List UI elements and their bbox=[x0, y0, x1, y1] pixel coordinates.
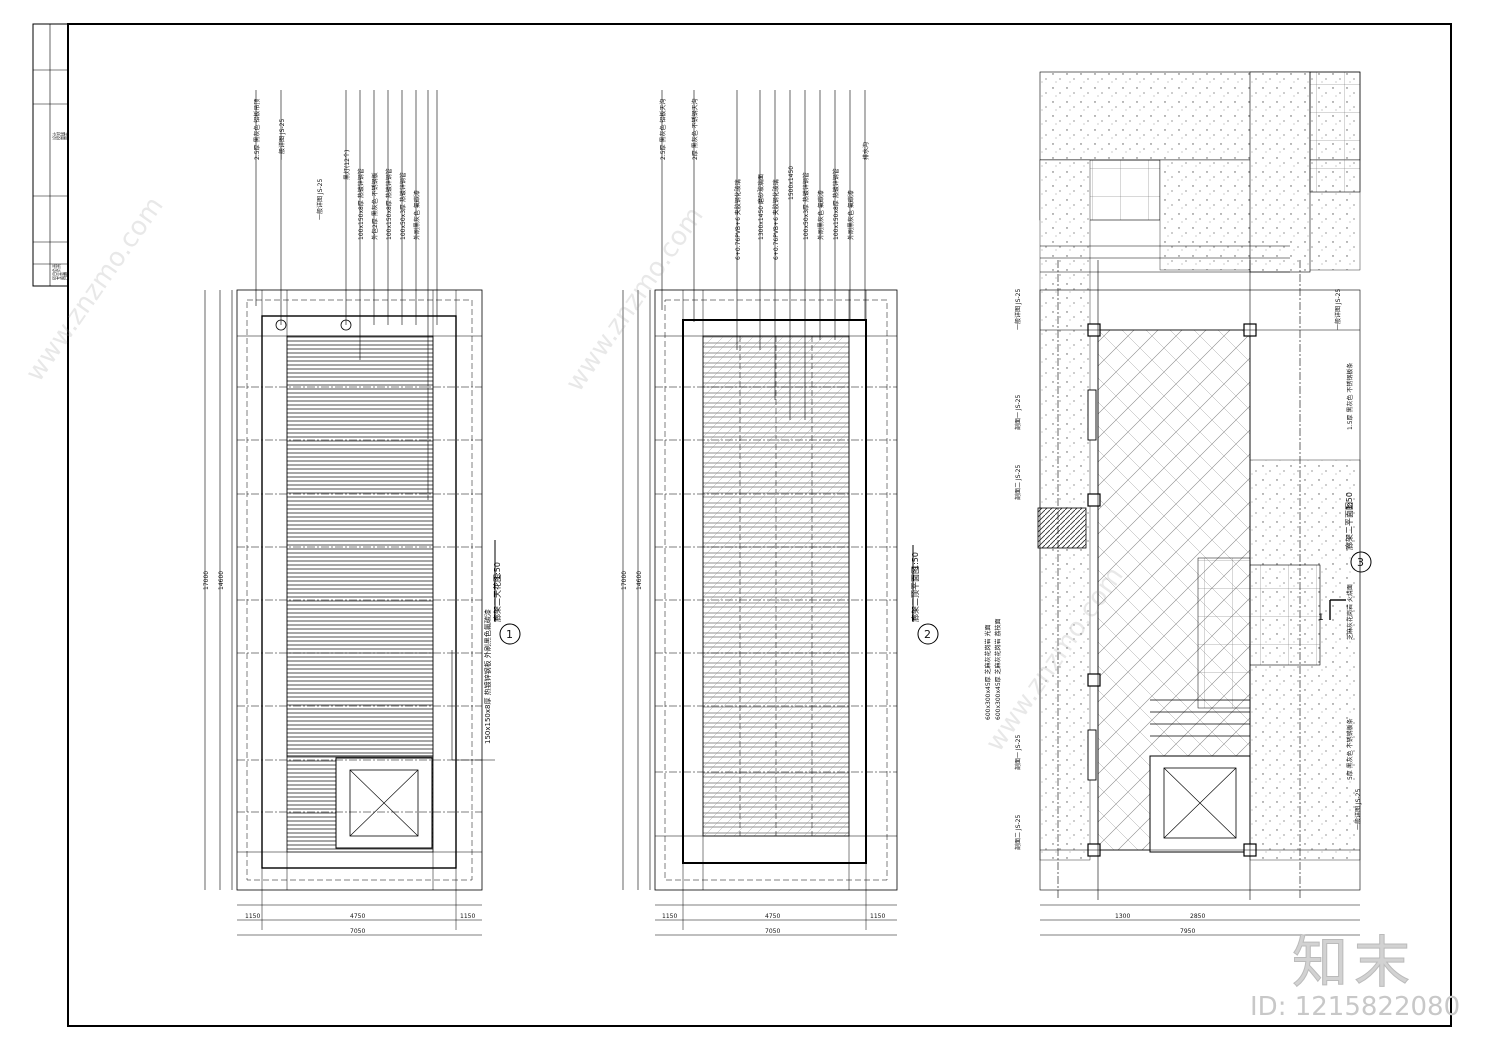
plan-3-callout-5: 1.5厚 黑灰色 不锈钢板条 bbox=[1346, 363, 1354, 430]
plan-3-hatched-wall bbox=[1037, 507, 1087, 549]
plan-3-title: 廊架二平面图 bbox=[1344, 502, 1354, 550]
plan-3-callout-7: 一般详图 JS-25 bbox=[1354, 789, 1362, 830]
plan-2-dim-bottom-left: 1150 bbox=[662, 913, 677, 920]
plan-2-number-circle bbox=[917, 623, 939, 645]
plan-2-callout-11: 排水沟 bbox=[862, 142, 870, 160]
plan-1-number-circle bbox=[499, 623, 521, 645]
plan-1-callout-3: 一般详图 JS-25 bbox=[316, 179, 324, 220]
sheet-border bbox=[67, 23, 1452, 1027]
title-row-1: 设计 bbox=[51, 132, 57, 140]
plan-3-callout-10: 600x300x45厚 芝麻灰花岗岩 光面 bbox=[984, 625, 992, 720]
plan-1-callout-7: 100x150x8厚 热镀锌钢管 bbox=[385, 168, 393, 240]
plan-2-dim-total-h: 17000 bbox=[621, 571, 628, 590]
plan-1-dim-inner-h: 14600 bbox=[218, 571, 225, 590]
plan-3-callout-9: 5厚 黑灰色 不锈钢板条 bbox=[1346, 718, 1354, 780]
plan-1-dim-bottom-right: 1150 bbox=[460, 913, 475, 920]
plan-1-callout-1: 2.5厚 黑灰色 铝板吊顶 bbox=[253, 99, 261, 160]
plan-3-number-circle bbox=[1350, 551, 1372, 573]
plan-3-callout-2: 一般详图 JS-25 bbox=[1334, 289, 1342, 330]
plan-3-callout-12: 芝麻灰花岗岩 火烧面 bbox=[1346, 584, 1354, 640]
title-row-8: 日期 bbox=[62, 272, 68, 280]
plan-1-callout-8: 100x50x3厚 热镀锌钢管 bbox=[399, 172, 407, 240]
watermark-id: ID: 1215822080 bbox=[1250, 992, 1461, 1022]
plan-3-callout-4: 剖面二 JS-25 bbox=[1014, 465, 1022, 500]
plan-1-callouts: 2.5厚 黑灰色 铝板吊顶 一般详图 JS-25 一般详图 JS-25 黑灯(1… bbox=[253, 99, 421, 240]
plan-2-callout-8: 外刷黑灰色 氟碳漆 bbox=[817, 190, 825, 240]
plan-1-note: 150x150x8厚 热镀锌钢板 外刷黑色氟碳漆 bbox=[483, 609, 492, 744]
plan-3-callout-3: 剖面一 JS-25 bbox=[1014, 395, 1022, 430]
title-block-rows: 设计 校对 审核 审定 项目负责 专业负责 图号 日期 bbox=[51, 132, 68, 280]
plan-1-dim-bottom-left: 1150 bbox=[245, 913, 260, 920]
plan-1-title: 廊架二天花图 bbox=[492, 574, 502, 622]
title-row-5: 项目负责 bbox=[51, 264, 57, 280]
plan-1-callout-5: 100x150x8厚 热镀锌钢管 bbox=[357, 168, 365, 240]
plan-2-callout-3: 6+0.76PVB+6 夹胶钢化玻璃 bbox=[734, 179, 742, 260]
plan-3-number: 3 bbox=[1357, 556, 1364, 569]
watermark-logo: 知末 bbox=[1292, 931, 1416, 997]
title-row-6: 专业负责 bbox=[55, 264, 61, 280]
plan-3-callouts: 一般详图 JS-25 一般详图 JS-25 剖面一 JS-25 剖面二 JS-2… bbox=[984, 289, 1362, 850]
plan-1-callout-2: 一般详图 JS-25 bbox=[278, 119, 286, 160]
plan-3-dim-bottom-total: 7950 bbox=[1180, 928, 1195, 935]
plan-2-scale: 1:50 bbox=[911, 552, 920, 570]
plan-2-callout-5: 6+0.76PVB+6 夹胶钢化玻璃 bbox=[772, 179, 780, 260]
plan-1-dim-bottom-total: 7050 bbox=[350, 928, 365, 935]
plan-2-callout-2: 2厚 黑灰色 不锈钢天沟 bbox=[691, 98, 699, 160]
plan-2-number: 2 bbox=[924, 628, 931, 641]
title-row-3: 审核 bbox=[59, 132, 65, 140]
plan-3-callout-6: 剖面一 JS-25 bbox=[1014, 735, 1022, 770]
plan-2-callout-4: 1300x1450 磨砂玻璃面 bbox=[757, 174, 765, 240]
plan-2-callout-6: 1500x1450 bbox=[788, 166, 795, 200]
title-row-2: 校对 bbox=[55, 132, 61, 140]
plan-1-dim-total-h: 17000 bbox=[203, 571, 210, 590]
plan-2-callout-9: 100x150x8厚 热镀锌钢管 bbox=[832, 168, 840, 240]
plan-1-callout-9: 外刷黑灰色 氟碳漆 bbox=[413, 190, 421, 240]
plan-1-ceiling: 17000 14600 7050 4750 1150 1150 2.5厚 黑灰色… bbox=[203, 90, 521, 936]
plan-3-dim-bottom-mid: 2850 bbox=[1190, 913, 1205, 920]
plan-2-roof: 17000 14600 7050 4750 1150 1150 2.5厚 黑灰色… bbox=[621, 90, 939, 936]
plan-1-dim-bottom-inner: 4750 bbox=[350, 913, 365, 920]
title-block bbox=[32, 23, 69, 287]
plan-2-dim-bottom-total: 7050 bbox=[765, 928, 780, 935]
plan-3-scale: 1:50 bbox=[1345, 492, 1354, 510]
plan-1-callout-6: 外包2厚 黑灰色 不锈钢板 bbox=[371, 172, 379, 240]
plan-1-callout-4: 黑灯(12个) bbox=[343, 150, 351, 180]
plan-1-number: 1 bbox=[506, 628, 513, 641]
title-row-4: 审定 bbox=[62, 132, 68, 140]
plan-3-dim-bottom-left: 1300 bbox=[1115, 913, 1130, 920]
plan-2-callout-7: 100x50x3厚 热镀锌钢管 bbox=[802, 172, 810, 240]
plan-2-callout-10: 外刷黑灰色 氟碳漆 bbox=[847, 190, 855, 240]
plan-1-scale: 1:50 bbox=[493, 562, 502, 580]
plan-3-callout-1: 一般详图 JS-25 bbox=[1014, 289, 1022, 330]
plan-3-floor: 7950 2850 1300 1 一般详图 JS-25 一般详图 JS-25 剖… bbox=[984, 71, 1372, 936]
plan-2-dim-inner-h: 14600 bbox=[636, 571, 643, 590]
plan-3-callout-8: 剖面二 JS-25 bbox=[1014, 815, 1022, 850]
plan-2-callout-1: 2.5厚 黑灰色 铝板天沟 bbox=[659, 99, 667, 160]
plan-2-dim-bottom-inner: 4750 bbox=[765, 913, 780, 920]
plan-2-dim-bottom-right: 1150 bbox=[870, 913, 885, 920]
plan-3-callout-11: 600x300x45厚 芝麻灰花岗岩 荔枝面 bbox=[994, 619, 1002, 720]
plan-2-callouts: 2.5厚 黑灰色 铝板天沟 2厚 黑灰色 不锈钢天沟 6+0.76PVB+6 夹… bbox=[659, 98, 870, 260]
title-row-7: 图号 bbox=[59, 272, 65, 280]
plan-2-title: 廊架二顶平面图 bbox=[910, 566, 920, 622]
plan-3-section-mark: 1 bbox=[1318, 613, 1324, 623]
